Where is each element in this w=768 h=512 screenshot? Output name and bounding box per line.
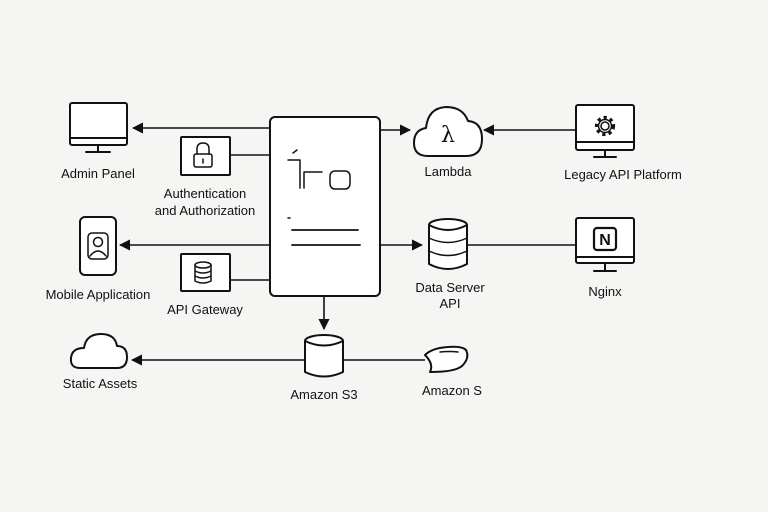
database-icon — [428, 218, 468, 270]
data-server-label-line2: API — [439, 296, 461, 311]
central-document-server-icon — [269, 116, 381, 297]
admin-panel-label: Admin Panel — [61, 166, 135, 181]
monitor-icon — [69, 102, 128, 153]
nginx-label: Nginx — [588, 284, 622, 299]
lambda-cloud-icon: λ — [413, 106, 483, 157]
monitor-nginx-icon: N — [575, 217, 635, 272]
lock-icon — [180, 136, 231, 176]
auth-label-line2: and Authorization — [154, 203, 256, 218]
mobile-app-label: Mobile Application — [45, 287, 151, 302]
nginx-glyph: N — [599, 232, 611, 249]
monitor-gear-icon — [575, 104, 635, 158]
legacy-api-label: Legacy API Platform — [564, 167, 682, 182]
api-gateway-label: API Gateway — [167, 302, 243, 317]
connectors — [118, 122, 576, 366]
static-assets-label: Static Assets — [62, 376, 138, 391]
amazon-s3-label: Amazon S3 — [290, 387, 358, 402]
mobile-user-icon — [79, 216, 117, 276]
amazon-s-label: Amazon S — [422, 383, 482, 398]
data-server-label-line1: Data Server — [415, 280, 485, 295]
scroll-icon — [424, 345, 469, 373]
database-icon — [304, 334, 344, 378]
lambda-label: Lambda — [424, 164, 472, 179]
svg-text:λ: λ — [441, 123, 455, 148]
cloud-icon — [69, 333, 128, 369]
database-icon — [180, 253, 231, 292]
auth-label-line1: Authentication — [163, 186, 247, 201]
